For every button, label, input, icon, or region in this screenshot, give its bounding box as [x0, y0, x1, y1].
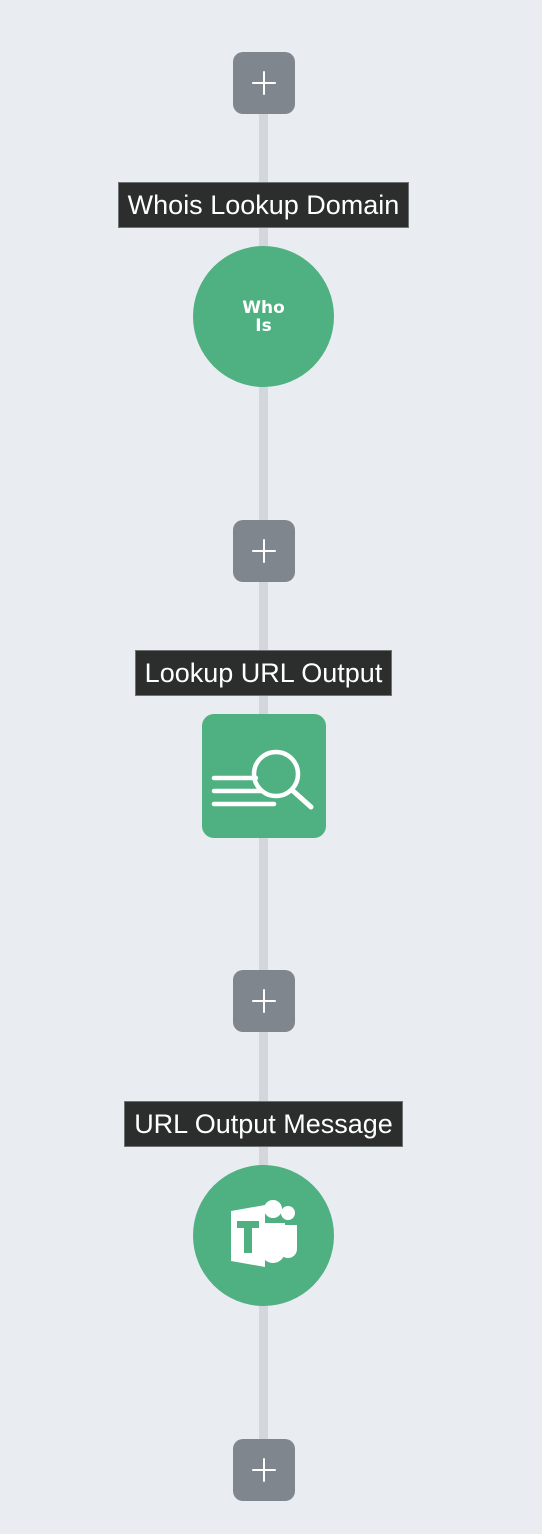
add-step-button[interactable]	[233, 52, 295, 114]
plus-icon	[252, 989, 276, 1013]
add-step-button[interactable]	[233, 520, 295, 582]
microsoft-teams-icon	[231, 1200, 297, 1267]
whois-icon-line-2: Is	[255, 315, 272, 336]
step-label-url-output-message[interactable]: URL Output Message	[124, 1101, 403, 1147]
step-label-lookup-url-output[interactable]: Lookup URL Output	[134, 650, 393, 696]
add-step-button[interactable]	[233, 1439, 295, 1501]
whois-icon: Who Is	[234, 299, 294, 335]
plus-icon	[252, 539, 276, 563]
whois-lookup-node[interactable]: Who Is	[193, 246, 334, 387]
step-label-whois-lookup-domain[interactable]: Whois Lookup Domain	[117, 182, 410, 228]
add-step-button[interactable]	[233, 970, 295, 1032]
step-label-container: Whois Lookup Domain	[0, 182, 527, 228]
plus-icon	[252, 1458, 276, 1482]
step-label-container: Lookup URL Output	[0, 650, 527, 696]
whois-icon-line-1: Who	[242, 297, 285, 318]
lookup-search-icon	[211, 749, 314, 810]
url-output-message-node[interactable]	[193, 1165, 334, 1306]
lookup-url-output-node[interactable]	[202, 714, 326, 838]
plus-icon	[252, 71, 276, 95]
step-label-container: URL Output Message	[0, 1101, 527, 1147]
